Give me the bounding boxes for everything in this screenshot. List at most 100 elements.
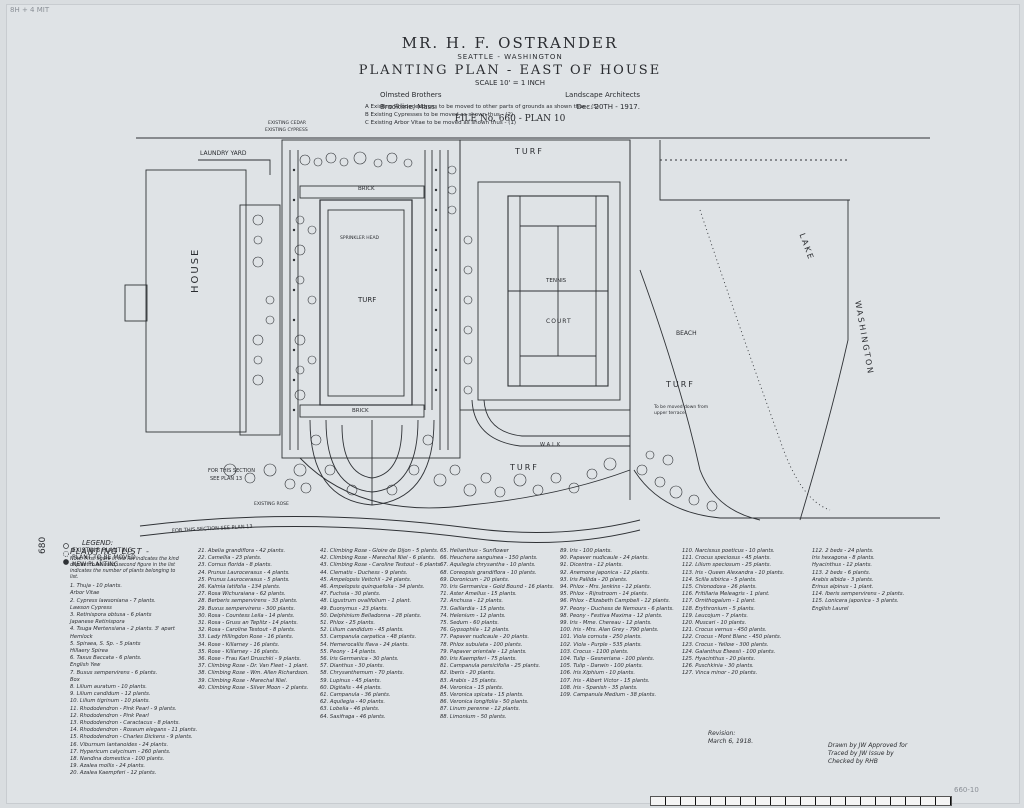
- planting-item: 11. Rhododendron - Pink Pearl - 9 plants…: [70, 705, 177, 712]
- planting-item: 98. Peony - Festiva Maxima - 12 plants.: [560, 612, 663, 619]
- planting-item: 35. Rose - Killarney - 16 plants.: [198, 648, 280, 655]
- planting-item: 87. Linum perenne - 12 plants.: [440, 706, 521, 713]
- planting-item: 70. Iris Germanica - Gold Bound - 16 pla…: [440, 584, 555, 591]
- label-tennis: TENNIS: [546, 278, 567, 284]
- planting-item: 48. Ligustrum ovalifolium - 1 plant.: [320, 598, 412, 605]
- planting-item: 85. Veronica spicata - 15 plants.: [440, 692, 524, 699]
- plan-notes: A Existing Rhododendrons to be moved to …: [365, 103, 599, 127]
- planting-item: 90. Papaver nudicaule - 24 plants.: [560, 555, 649, 562]
- planting-item: 59. Lupinus - 45 plants.: [320, 677, 382, 684]
- planting-item: 113. 2 beds - 6 plants.: [812, 569, 871, 576]
- planting-item: Arbor Vitae: [70, 590, 100, 597]
- planting-item: 27. Rosa Wichuraiana - 62 plants.: [198, 591, 286, 598]
- planting-item: 62. Aquilegia - 40 plants.: [320, 699, 386, 706]
- planting-item: English Yew: [70, 662, 101, 669]
- planting-item: 116. Fritillaria Meleagris - 1 plant.: [682, 591, 770, 598]
- archive-stamp: 8H + 4 MIT: [10, 6, 50, 14]
- drawing-credits: Drawn by JW Approved for Traced by JW Is…: [828, 742, 907, 766]
- planting-item: Japanese Retinispora: [70, 619, 125, 626]
- planting-item: 71. Aster Amellus - 15 plants.: [440, 591, 517, 598]
- planting-item: 104. Tulip - Gesneriana - 100 plants.: [560, 656, 655, 663]
- planting-item: 99. Iris - Mme. Chereau - 12 plants.: [560, 620, 652, 627]
- planting-item: 124. Galanthus Elwesii - 100 plants.: [682, 648, 776, 655]
- client-name: MR. H. F. OSTRANDER: [401, 34, 619, 52]
- planting-item: 107. Iris - Albert Victor - 15 plants.: [560, 677, 650, 684]
- label-for-this-section: FOR THIS SECTION: [208, 468, 255, 474]
- planting-item: 38. Climbing Rose - Wm. Allen Richardson…: [198, 670, 309, 677]
- label-brick-top: BRICK: [358, 186, 375, 192]
- planting-item: 45. Ampelopsis Veitchii - 24 plants.: [320, 576, 412, 583]
- planting-item: 110. Narcissus poeticus - 10 plants.: [682, 548, 775, 554]
- planting-item: 72. Anchusa - 12 plants.: [440, 598, 504, 605]
- planting-item: 55. Peony - 14 plants.: [320, 648, 377, 655]
- planting-item: 105. Tulip - Darwin - 100 plants.: [560, 663, 644, 670]
- planting-item: 37. Climbing Rose - Dr. Van Fleet - 1 pl…: [198, 663, 309, 670]
- planting-item: 56. Iris Germanica - 30 plants.: [320, 656, 399, 663]
- label-house: HOUSE: [190, 247, 201, 293]
- planting-item: 49. Euonymus - 23 plants.: [320, 605, 389, 612]
- planting-item: 28. Berberis sempervirens - 33 plants.: [198, 598, 298, 605]
- planting-item: 18. Nandina domestica - 100 plants.: [70, 756, 165, 763]
- planting-item: 120. Muscari - 10 plants.: [682, 620, 747, 627]
- planting-item: 10. Lilium tigrinum - 10 plants.: [70, 698, 151, 705]
- planting-item: 73. Gaillardia - 15 plants.: [440, 605, 506, 612]
- planting-item: Erinus alpinus - 1 plant.: [812, 584, 874, 591]
- planting-item: 77. Papaver nudicaule - 20 plants.: [440, 634, 529, 641]
- planting-item: 2. Cypress lawsoniana - 7 plants.: [70, 597, 156, 604]
- planting-item: 32. Rosa - Caroline Testout - 8 plants.: [198, 627, 296, 634]
- planting-item: 23. Cornus florida - 8 plants.: [198, 562, 273, 569]
- legend: LEGEND: EXISTING PLANTING PLANT TO BE MO…: [60, 540, 136, 569]
- label-see-plan-13: SEE PLAN 13: [210, 476, 243, 482]
- label-beach: BEACH: [676, 330, 697, 337]
- planting-item: Hyacinthus - 12 plants.: [812, 562, 873, 569]
- planting-column-3: 41. Climbing Rose - Gloire de Dijon - 5 …: [320, 548, 442, 721]
- beach-line: [639, 269, 761, 521]
- planting-item: 127. Vinca minor - 20 plants.: [682, 670, 758, 677]
- planting-item: 102. Viola - Purple - 535 plants.: [560, 641, 642, 648]
- planting-item: 106. Iris Xiphium - 10 plants.: [560, 670, 636, 677]
- planting-item: 78. Phlox subulata - 100 plants.: [440, 641, 523, 648]
- planting-item: 42. Climbing Rose - Marechal Niel - 6 pl…: [320, 555, 436, 562]
- planting-item: 20. Azalea Kaempferi - 12 plants.: [70, 770, 157, 777]
- planting-item: 111. Crocus speciosus - 45 plants.: [682, 555, 771, 562]
- planting-item: 97. Peony - Duchess de Nemours - 6 plant…: [560, 605, 674, 612]
- planting-item: 31. Rosa - Gruss an Teplitz - 14 plants.: [198, 620, 298, 627]
- note-a: A Existing Rhododendrons to be moved to …: [365, 104, 599, 110]
- planting-item: 123. Crocus - Yellow - 300 plants.: [682, 641, 769, 648]
- planting-item: 79. Papaver orientale - 12 plants.: [440, 648, 527, 655]
- planting-item: 81. Campanula persicifolia - 25 plants.: [440, 663, 541, 670]
- planting-item: 65. Helianthus - Sunflower: [440, 548, 509, 554]
- planting-item: 108. Iris - Spanish - 35 plants.: [560, 684, 638, 691]
- planting-item: 121. Crocus vernus - 450 plants.: [682, 627, 767, 634]
- planting-item: 115. Lonicera japonica - 3 plants.: [812, 598, 899, 605]
- planting-item: 114. Scilla sibirica - 5 plants.: [682, 576, 757, 583]
- planting-item: 75. Sedum - 60 plants.: [440, 620, 500, 627]
- planting-item: 12. Rhododendron - Pink Pearl: [70, 712, 149, 719]
- planting-item: 57. Dianthus - 30 plants.: [320, 663, 385, 670]
- planting-item: 33. Lady Hillingdon Rose - 16 plants.: [198, 634, 294, 641]
- planting-item: 82. Iberis - 20 plants.: [440, 670, 496, 677]
- planting-item: 50. Delphinium Belladonna - 28 plants.: [320, 612, 422, 619]
- planting-item: 84. Veronica - 15 plants.: [440, 684, 504, 691]
- credit-drawn: Drawn by JW Approved for: [828, 742, 908, 749]
- scale: SCALE 10' = 1 INCH: [475, 79, 545, 87]
- label-sprinkler-head: SPRINKLER HEAD: [340, 236, 380, 241]
- plan-name: PLANTING PLAN - EAST OF HOUSE: [358, 63, 662, 78]
- planting-item: 52. Lilium candidum - 45 plants.: [320, 627, 404, 634]
- planting-column-2: 21. Abelia grandiflora - 42 plants.22. C…: [198, 548, 309, 692]
- label-turf-right: TURF: [666, 380, 695, 389]
- planting-list: PLANTING LIST - Note: First figure in th…: [70, 547, 950, 776]
- sheet-number-stamp: 660-10: [954, 786, 979, 794]
- planting-item: Box: [70, 676, 80, 683]
- planting-item: 8. Lilium auratum - 10 plants.: [70, 684, 147, 691]
- planting-column-1: PLANTING LIST - Note: First figure in th…: [70, 547, 197, 778]
- revision-label: Revision:: [708, 730, 736, 737]
- planting-item: 118. Erythronium - 5 plants.: [682, 605, 756, 612]
- planting-item: 63. Lobelia - 46 plants.: [320, 706, 380, 713]
- planting-item: 91. Dicentra - 12 plants.: [560, 562, 624, 569]
- note-b: B Existing Cypresses to be moved as show…: [365, 112, 514, 118]
- planting-item: 125. Hyacinthus - 20 plants.: [682, 656, 756, 663]
- label-to-be-moved: To be moved down from upper terrace.: [654, 405, 709, 416]
- label-turf-lower: TURF: [510, 463, 539, 472]
